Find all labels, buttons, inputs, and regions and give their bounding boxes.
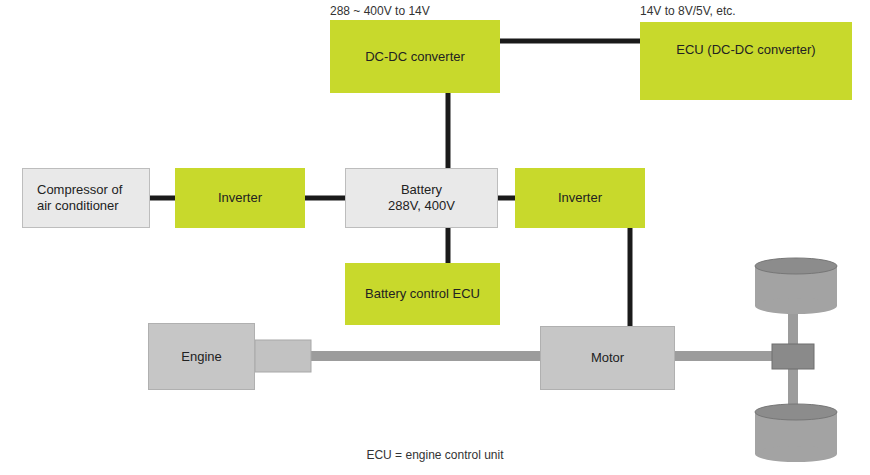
differential [772,344,814,369]
box-text: Engine [181,349,221,365]
motor-box: Motor [540,326,675,390]
converter-box: DC-DC converter [330,20,500,93]
inverter-box: Inverter [175,168,305,228]
wheel-face [755,258,837,274]
inverter-box: Inverter [515,168,645,228]
load-box: Compressor of air conditioner [22,168,150,228]
wire-connector [150,196,175,201]
engine-box: Engine [148,323,255,390]
voltage-note: 288 ~ 400V to 14V [330,4,430,19]
wire-connector [446,93,451,168]
box-text: DC-DC converter [365,49,465,65]
wire-connector [500,39,640,44]
wire-connector [446,228,451,263]
drive-shaft [675,351,787,361]
box-text: Compressor of air conditioner [37,182,137,214]
wheel-base [755,298,837,314]
abbreviation-note: ECU = engine control unit [235,448,635,463]
ecu-box: Battery control ECU [345,263,500,325]
wire-connector [628,228,633,326]
box-text: Inverter [558,190,602,206]
box-text: 288V, 400V [388,198,455,214]
wire-connector [498,196,515,201]
battery-box: Battery288V, 400V [345,168,498,228]
box-text: Battery control ECU [365,286,480,302]
box-text: Inverter [218,190,262,206]
wheel-base [755,446,837,462]
wire-connector [305,196,345,201]
wheel-face [755,404,837,420]
box-text: ECU (DC-DC converter) [676,42,815,58]
box-text: Battery [401,182,442,198]
ecu-box: ECU (DC-DC converter) [640,22,852,100]
engine-nose [255,340,311,372]
voltage-note: 14V to 8V/5V, etc. [640,4,736,19]
box-text: Motor [591,350,624,366]
